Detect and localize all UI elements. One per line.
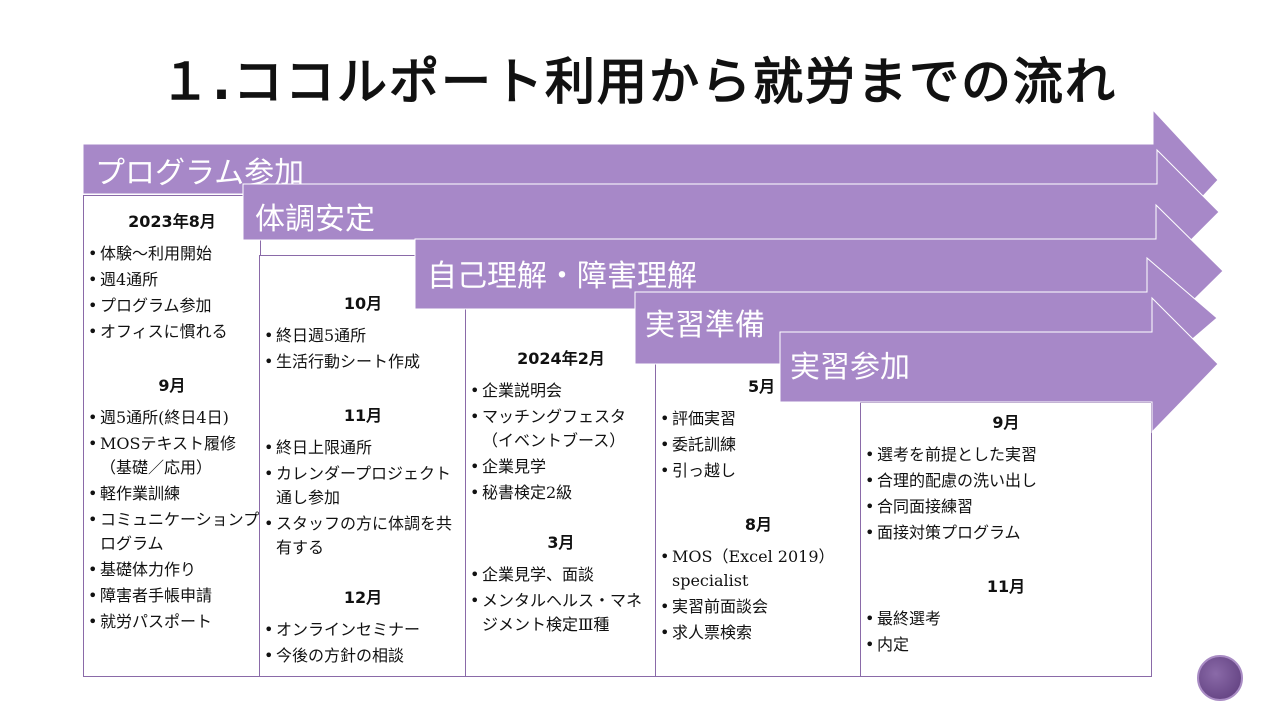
phase-label: 実習参加 xyxy=(790,350,910,385)
list-item: 企業見学、面談 xyxy=(466,563,656,587)
list-item: 基礎体力作り xyxy=(84,558,260,582)
list-item: 週4通所 xyxy=(84,268,260,292)
list-item: 実習前面談会 xyxy=(656,595,861,619)
column-5-section-2: 11月 最終選考 内定 xyxy=(861,573,1151,659)
list-item: 生活行動シート作成 xyxy=(260,350,466,374)
list-item: 合同面接練習 xyxy=(861,495,1151,519)
column-3: 2024年2月 企業説明会 マッチングフェスタ（イベントブース） 企業見学 秘書… xyxy=(465,308,657,677)
month-label: 8月 xyxy=(744,515,773,534)
list-item: 選考を前提とした実習 xyxy=(861,443,1151,467)
logo-icon xyxy=(1197,655,1243,701)
month-label: 10月 xyxy=(343,294,383,313)
item-list: 企業説明会 マッチングフェスタ（イベントブース） 企業見学 秘書検定2級 xyxy=(466,379,656,505)
list-item: マッチングフェスタ（イベントブース） xyxy=(466,405,656,453)
column-5-section-1: 9月 選考を前提とした実習 合理的配慮の洗い出し 合同面接練習 面接対策プログラ… xyxy=(861,409,1151,547)
month-label: 12月 xyxy=(343,588,383,607)
column-2-section-3: 12月 オンラインセミナー 今後の方針の相談 xyxy=(260,584,466,670)
item-list: 最終選考 内定 xyxy=(861,607,1151,657)
list-item: 企業見学 xyxy=(466,455,656,479)
list-item: 企業説明会 xyxy=(466,379,656,403)
list-item: 軽作業訓練 xyxy=(84,482,260,506)
list-item: 今後の方針の相談 xyxy=(260,644,466,668)
list-item: MOSテキスト履修（基礎／応用） xyxy=(84,432,260,480)
list-item: オフィスに慣れる xyxy=(84,320,260,344)
column-2: 10月 終日週5通所 生活行動シート作成 11月 終日上限通所 カレンダープロジ… xyxy=(259,255,467,677)
item-list: 終日上限通所 カレンダープロジェクト通し参加 スタッフの方に体調を共有する xyxy=(260,436,466,560)
list-item: コミュニケーションプログラム xyxy=(84,508,260,556)
column-4: 5月 評価実習 委託訓練 引っ越し 8月 MOS（Excel 2019）spec… xyxy=(655,360,862,677)
list-item: 体験～利用開始 xyxy=(84,242,260,266)
list-item: カレンダープロジェクト通し参加 xyxy=(260,462,466,510)
month-label: 11月 xyxy=(343,406,383,425)
list-item: 就労パスポート xyxy=(84,610,260,634)
page-title: １.ココルポート利用から就労までの流れ xyxy=(160,53,1117,111)
list-item: 求人票検索 xyxy=(656,621,861,645)
list-item: プログラム参加 xyxy=(84,294,260,318)
item-list: オンラインセミナー 今後の方針の相談 xyxy=(260,618,466,668)
item-list: MOS（Excel 2019）specialist 実習前面談会 求人票検索 xyxy=(656,545,861,645)
column-4-section-1: 5月 評価実習 委託訓練 引っ越し xyxy=(656,373,861,485)
list-item: 評価実習 xyxy=(656,407,861,431)
month-label: 9月 xyxy=(992,413,1020,432)
list-item: 最終選考 xyxy=(861,607,1151,631)
item-list: 体験～利用開始 週4通所 プログラム参加 オフィスに慣れる xyxy=(84,242,260,344)
column-3-section-1: 2024年2月 企業説明会 マッチングフェスタ（イベントブース） 企業見学 秘書… xyxy=(466,345,656,507)
column-2-section-1: 10月 終日週5通所 生活行動シート作成 xyxy=(260,290,466,376)
column-3-section-2: 3月 企業見学、面談 メンタルヘルス・マネジメント検定Ⅲ種 xyxy=(466,529,656,639)
phase-label: 自己理解・障害理解 xyxy=(427,259,697,294)
list-item: 合理的配慮の洗い出し xyxy=(861,469,1151,493)
list-item: 引っ越し xyxy=(656,459,861,483)
list-item: 内定 xyxy=(861,633,1151,657)
month-label: 5月 xyxy=(748,377,776,396)
month-label: 2023年8月 xyxy=(128,212,216,231)
list-item: メンタルヘルス・マネジメント検定Ⅲ種 xyxy=(466,589,656,637)
list-item: 委託訓練 xyxy=(656,433,861,457)
column-4-section-2: 8月 MOS（Excel 2019）specialist 実習前面談会 求人票検… xyxy=(656,511,861,647)
list-item: 週5通所(終日4日) xyxy=(84,406,260,430)
phase-label: 実習準備 xyxy=(645,308,765,343)
item-list: 週5通所(終日4日) MOSテキスト履修（基礎／応用） 軽作業訓練 コミュニケー… xyxy=(84,406,260,634)
month-label: 2024年2月 xyxy=(517,349,605,368)
item-list: 評価実習 委託訓練 引っ越し xyxy=(656,407,861,483)
list-item: MOS（Excel 2019）specialist xyxy=(656,545,861,593)
column-1-section-1: 2023年8月 体験～利用開始 週4通所 プログラム参加 オフィスに慣れる xyxy=(84,208,260,346)
item-list: 選考を前提とした実習 合理的配慮の洗い出し 合同面接練習 面接対策プログラム xyxy=(861,443,1151,545)
item-list: 企業見学、面談 メンタルヘルス・マネジメント検定Ⅲ種 xyxy=(466,563,656,637)
list-item: 障害者手帳申請 xyxy=(84,584,260,608)
month-label: 11月 xyxy=(986,577,1026,596)
phase-label: 体調安定 xyxy=(255,202,375,237)
list-item: 秘書検定2級 xyxy=(466,481,656,505)
list-item: 面接対策プログラム xyxy=(861,521,1151,545)
list-item: 終日週5通所 xyxy=(260,324,466,348)
month-label: 3月 xyxy=(547,533,575,552)
column-1-section-2: 9月 週5通所(終日4日) MOSテキスト履修（基礎／応用） 軽作業訓練 コミュ… xyxy=(84,372,260,636)
column-2-section-2: 11月 終日上限通所 カレンダープロジェクト通し参加 スタッフの方に体調を共有す… xyxy=(260,402,466,562)
list-item: 終日上限通所 xyxy=(260,436,466,460)
month-label: 9月 xyxy=(158,376,186,395)
item-list: 終日週5通所 生活行動シート作成 xyxy=(260,324,466,374)
list-item: オンラインセミナー xyxy=(260,618,466,642)
list-item: スタッフの方に体調を共有する xyxy=(260,512,466,560)
column-1: 2023年8月 体験～利用開始 週4通所 プログラム参加 オフィスに慣れる 9月… xyxy=(83,195,261,677)
column-5: 9月 選考を前提とした実習 合理的配慮の洗い出し 合同面接練習 面接対策プログラ… xyxy=(860,402,1152,677)
